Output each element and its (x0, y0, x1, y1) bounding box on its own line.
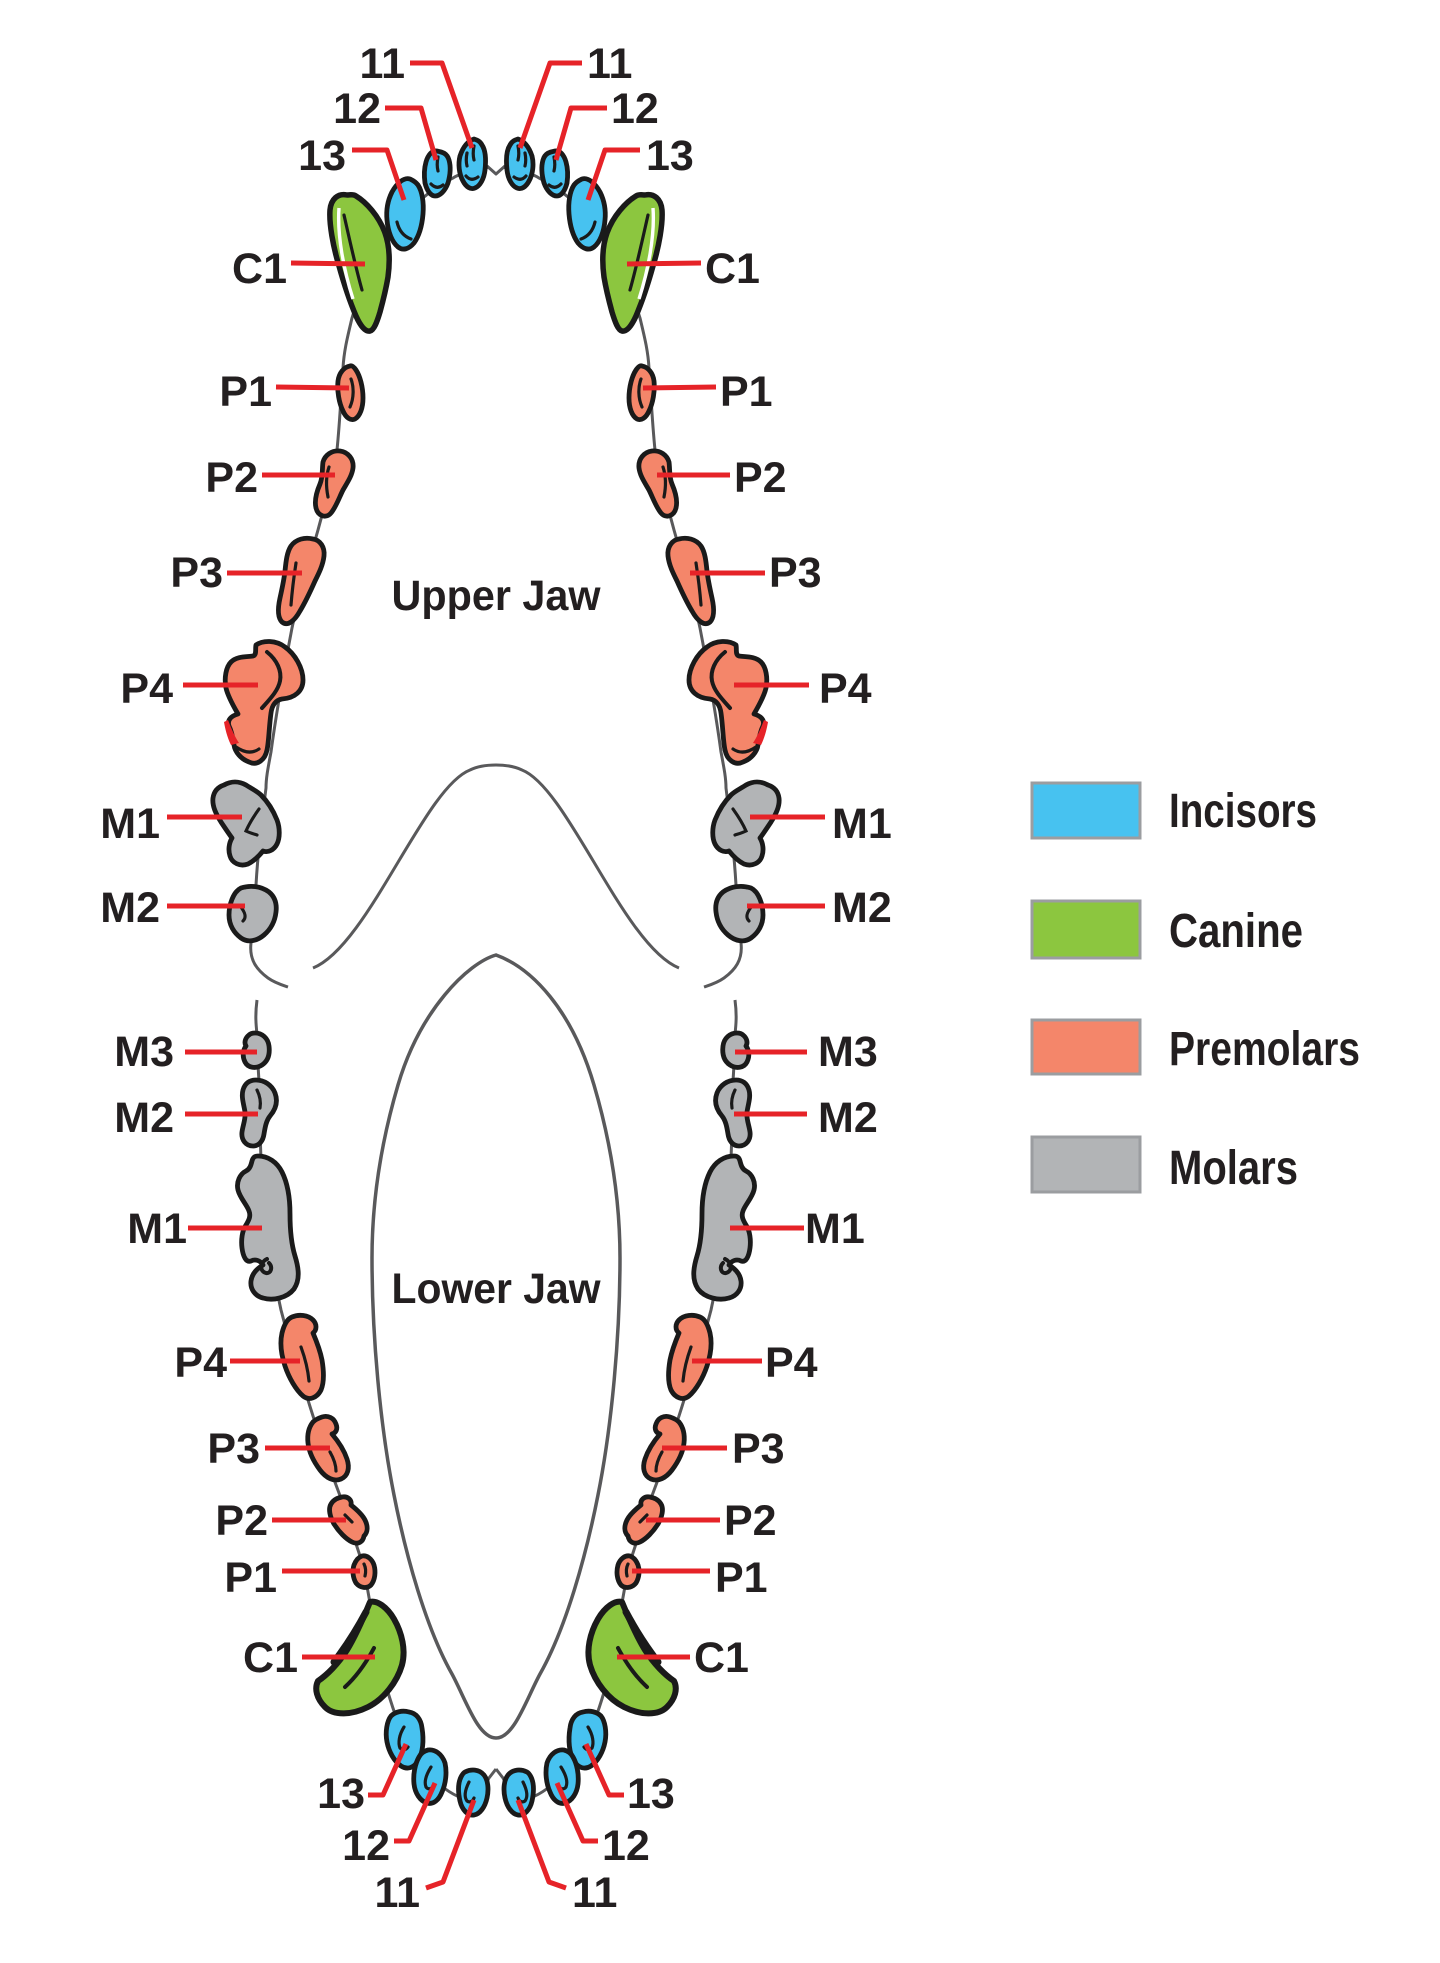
svg-text:M1: M1 (127, 1205, 187, 1253)
svg-text:M2: M2 (100, 884, 160, 932)
svg-text:Canine: Canine (1169, 905, 1303, 958)
svg-text:C1: C1 (243, 1634, 298, 1682)
svg-text:P1: P1 (715, 1554, 768, 1602)
svg-text:P2: P2 (205, 454, 258, 502)
svg-text:C1: C1 (694, 1634, 749, 1682)
svg-text:11: 11 (587, 40, 632, 88)
svg-text:Premolars: Premolars (1169, 1023, 1360, 1076)
svg-text:M3: M3 (818, 1028, 878, 1076)
svg-text:P4: P4 (819, 665, 872, 713)
svg-text:M2: M2 (818, 1094, 878, 1142)
svg-text:P1: P1 (720, 368, 773, 416)
svg-text:P2: P2 (724, 1497, 777, 1545)
svg-text:11: 11 (572, 1869, 617, 1917)
svg-text:P3: P3 (170, 549, 223, 597)
svg-text:P1: P1 (219, 368, 272, 416)
svg-text:11: 11 (360, 40, 405, 88)
svg-text:P3: P3 (769, 549, 822, 597)
svg-text:12: 12 (611, 85, 659, 133)
svg-text:M3: M3 (114, 1028, 174, 1076)
svg-text:P4: P4 (174, 1339, 227, 1387)
svg-text:Molars: Molars (1169, 1142, 1298, 1195)
svg-text:M1: M1 (832, 800, 892, 848)
svg-text:12: 12 (333, 85, 381, 133)
svg-text:13: 13 (646, 132, 694, 180)
svg-text:P4: P4 (765, 1339, 818, 1387)
svg-text:C1: C1 (232, 245, 287, 293)
svg-text:P3: P3 (207, 1425, 260, 1473)
svg-text:P2: P2 (734, 454, 787, 502)
svg-text:P3: P3 (732, 1425, 785, 1473)
svg-text:Incisors: Incisors (1169, 785, 1317, 838)
svg-text:C1: C1 (705, 245, 760, 293)
svg-text:13: 13 (317, 1770, 365, 1818)
svg-text:11: 11 (375, 1869, 420, 1917)
svg-text:Lower Jaw: Lower Jaw (392, 1265, 602, 1313)
svg-text:Upper Jaw: Upper Jaw (392, 572, 602, 620)
svg-text:M1: M1 (805, 1205, 865, 1253)
svg-text:M1: M1 (100, 800, 160, 848)
svg-text:12: 12 (342, 1822, 390, 1870)
svg-text:P4: P4 (120, 665, 173, 713)
svg-text:12: 12 (602, 1822, 650, 1870)
svg-text:13: 13 (627, 1770, 675, 1818)
svg-text:13: 13 (298, 132, 346, 180)
svg-text:P2: P2 (215, 1497, 268, 1545)
svg-text:M2: M2 (832, 884, 892, 932)
svg-text:P1: P1 (224, 1554, 277, 1602)
svg-text:M2: M2 (114, 1094, 174, 1142)
